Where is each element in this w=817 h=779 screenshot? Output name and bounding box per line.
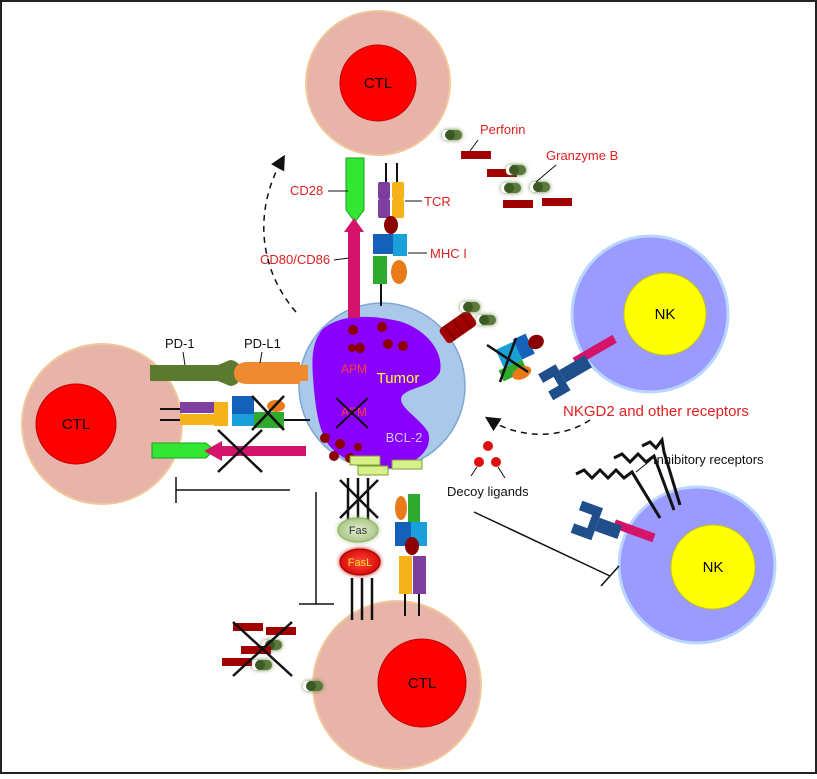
apm-label-top: APM — [341, 362, 367, 376]
ctl-cell-bottom: CTL — [312, 600, 482, 770]
pdl1-ligand — [234, 362, 300, 384]
perforin-bar-3 — [503, 200, 533, 208]
nk-bottom-receptors: Inhibitory receptors — [473, 436, 764, 587]
perforin-label: Perforin — [480, 122, 526, 137]
nk-top-label: NK — [655, 306, 676, 323]
blocked-granzymes — [222, 621, 323, 691]
pdl1-label: PD-L1 — [244, 336, 281, 351]
nkg2d-receptor-bottom — [570, 500, 656, 543]
bcl2-label: BCL-2 — [386, 430, 423, 445]
granzyme-pill-nk-1 — [460, 302, 480, 312]
top-synapse: CD28 TCR MHC I CD80/CD86 — [260, 154, 467, 318]
left-synapse: PD-1 PD-L1 — [150, 336, 310, 503]
peptide-dots — [320, 322, 408, 463]
mhc-i-label: MHC I — [430, 246, 467, 261]
ctl-cell-top: CTL — [305, 10, 451, 156]
ctl-top-label: CTL — [364, 75, 392, 92]
perforin-bar-4 — [542, 198, 572, 206]
apm-cross-2 — [335, 397, 369, 429]
antigen-peptide — [384, 216, 398, 234]
dashed-arrow-nk — [484, 416, 591, 435]
granzyme-pill-4 — [530, 182, 550, 192]
nk-bottom-label: NK — [703, 559, 724, 576]
granzyme-pill-nk-2 — [476, 315, 496, 325]
bcl2-bar-3 — [391, 459, 423, 470]
cd28-receptor — [345, 157, 365, 223]
fasl-label: FasL — [348, 557, 372, 569]
cd80-cd86-ligand — [344, 218, 364, 318]
granzyme-pill-bl-2 — [252, 660, 272, 670]
dashed-arrow-to-top-ctl — [263, 154, 297, 313]
ctl-bottom-label: CTL — [408, 675, 436, 692]
nk-cell-bottom: NK — [617, 485, 777, 645]
inhibitory-receptors-label: Inhibitory receptors — [653, 452, 764, 467]
granzyme-b-label: Granzyme B — [546, 148, 618, 163]
fasl-ligand — [339, 548, 381, 576]
tumor-cell: Tumor APM APM BCL-2 — [298, 302, 466, 476]
nk-cell-top: NK — [570, 234, 730, 394]
decoy-ligands-label: Decoy ligands — [447, 484, 529, 499]
pd1-receptor — [150, 360, 242, 386]
granzyme-pill-bl-3 — [303, 681, 323, 691]
granzyme-pill-3 — [501, 183, 521, 193]
tumor-label: Tumor — [377, 370, 420, 387]
cd28-label: CD28 — [290, 183, 323, 198]
shed-ligand — [439, 310, 477, 344]
nk-top-synapse: NKGD2 and other receptors — [439, 302, 749, 435]
bcl2-bar-2 — [357, 465, 389, 476]
nkg2d-receptor — [538, 334, 617, 401]
granzyme-pill-1 — [442, 130, 462, 140]
ctl-left-label: CTL — [62, 416, 90, 433]
nkgd2-label: NKGD2 and other receptors — [563, 403, 749, 420]
fas-label: Fas — [349, 525, 368, 537]
granzyme-pill-2 — [506, 165, 526, 175]
perforin-granzyme-group: Perforin Granzyme B — [442, 122, 618, 208]
bottom-synapse: Fas FasL — [299, 478, 427, 620]
decoy-ligands: Decoy ligands — [447, 441, 529, 499]
bcl2-bar-1 — [349, 455, 381, 466]
cd80-cd86-label: CD80/CD86 — [260, 252, 330, 267]
perforin-bar-1 — [461, 151, 491, 159]
tcr-label: TCR — [424, 194, 451, 209]
fas-receptor — [337, 517, 379, 543]
pd1-label: PD-1 — [165, 336, 195, 351]
